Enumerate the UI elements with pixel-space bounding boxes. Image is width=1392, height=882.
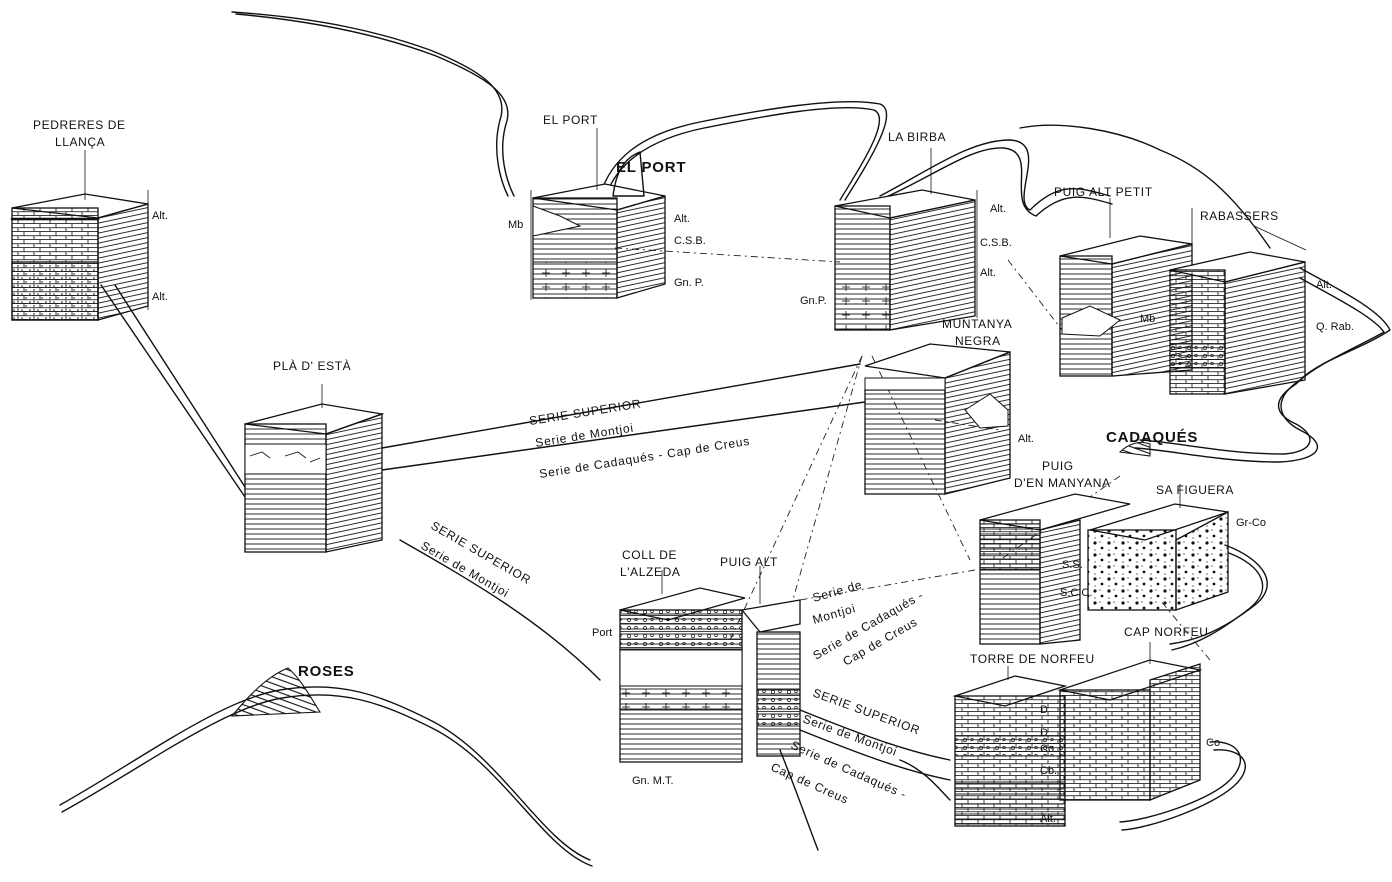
- block-la-birba: [835, 148, 977, 330]
- label-pla-desta: PLÀ D' ESTÀ: [273, 358, 351, 373]
- block-muntanya-negra: [865, 344, 1010, 494]
- label-cap-norfeu: CAP NORFEU: [1124, 625, 1208, 639]
- block-pedreres-de-llanca: [12, 150, 148, 320]
- block-el-port: [531, 128, 665, 300]
- label-el-port: EL PORT: [543, 113, 598, 127]
- label-la-birba: LA BIRBA: [888, 130, 946, 144]
- label-alt-la-birba-mid: Alt.: [980, 267, 996, 279]
- label-alt-torre: Alt.: [1040, 813, 1056, 825]
- label-gnp-el-port: Gn. P.: [674, 277, 704, 289]
- label-d-torre-mid: D: [1040, 727, 1048, 739]
- label-serie-montjoi-main: Serie de Montjoi: [534, 421, 634, 450]
- label-pedreres-2: LLANÇA: [55, 135, 105, 149]
- label-alt-rabassers: Alt.: [1316, 279, 1332, 291]
- label-mb-el-port: Mb: [508, 219, 523, 231]
- label-pedreres-1: PEDRERES DE: [33, 118, 126, 132]
- label-montjoi-2: Montjoi: [811, 601, 857, 627]
- label-roses-place: ROSES: [298, 663, 355, 680]
- label-puig-manyana-2: D'EN MANYANA: [1014, 476, 1111, 490]
- label-d-torre-top: D: [1040, 704, 1048, 716]
- label-alt-pedreres-bottom: Alt.: [152, 291, 168, 303]
- block-coll-de-lalzeda: [620, 570, 745, 762]
- label-torre-de-norfeu: TORRE DE NORFEU: [970, 652, 1095, 666]
- label-alt-pedreres-top: Alt.: [152, 210, 168, 222]
- label-coll-2: L'ALZEDA: [620, 565, 680, 579]
- label-muntanya-1: MUNTANYA: [942, 317, 1012, 331]
- label-port: Port: [592, 627, 612, 639]
- label-alt-el-port: Alt.: [674, 213, 690, 225]
- label-rabassers: RABASSERS: [1200, 209, 1279, 223]
- label-alt-la-birba-top: Alt.: [990, 203, 1006, 215]
- label-mb-puig-alt-petit: Mb: [1140, 313, 1155, 325]
- block-rabassers: [1170, 208, 1306, 394]
- label-gn-mt: Gn. M.T.: [632, 775, 674, 787]
- label-ss: S.S.: [1062, 559, 1083, 571]
- block-puig-alt: [742, 566, 800, 756]
- label-puig-alt: PUIG ALT: [720, 555, 778, 569]
- label-cb-torre: Cb.: [1040, 765, 1057, 777]
- block-pla-desta: [245, 384, 382, 552]
- label-csb-el-port: C.S.B.: [674, 235, 706, 247]
- label-scc: S.C.C.: [1060, 587, 1092, 599]
- label-puig-alt-petit: PUIG ALT PETIT: [1054, 185, 1153, 199]
- label-csb-la-birba: C.S.B.: [980, 237, 1012, 249]
- label-gr-co: Gr-Co: [1236, 517, 1266, 529]
- label-cadaques-place: CADAQUÉS: [1106, 429, 1198, 446]
- label-gnp-la-birba: Gn.P.: [800, 295, 827, 307]
- label-montjoi-1: Serie de: [811, 577, 864, 605]
- label-q-rab: Q. Rab.: [1316, 321, 1354, 333]
- label-puig-manyana-1: PUIG: [1042, 459, 1074, 473]
- label-sa-figuera: SA FIGUERA: [1156, 483, 1234, 497]
- label-muntanya-2: NEGRA: [955, 334, 1001, 348]
- label-alt-muntanya: Alt.: [1018, 433, 1034, 445]
- label-el-port-place: EL PORT: [616, 159, 686, 176]
- label-co-cap-norfeu: Co: [1206, 737, 1220, 749]
- label-coll-1: COLL DE: [622, 548, 677, 562]
- label-co-torre: Co.: [1040, 743, 1057, 755]
